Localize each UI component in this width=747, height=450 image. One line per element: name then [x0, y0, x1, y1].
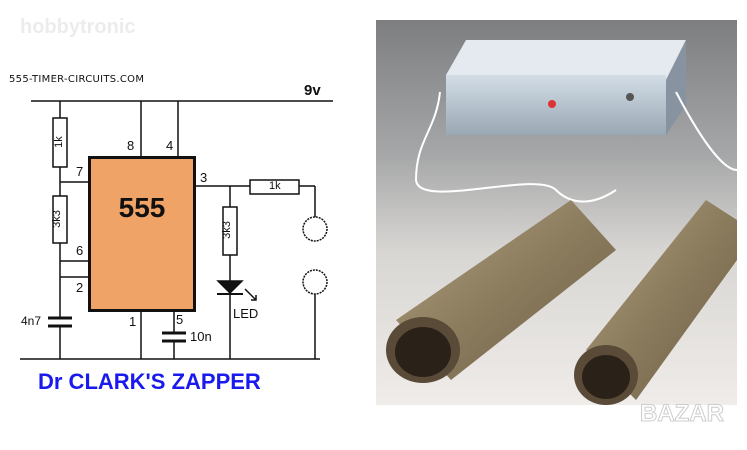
wire-right: [675, 91, 737, 171]
switch: [626, 93, 634, 101]
c1-label: 4n7: [21, 314, 42, 328]
pin-4: 4: [166, 138, 174, 153]
led-diode: [216, 280, 244, 295]
circuit-wires: [20, 100, 333, 360]
source-label: 555-TIMER-CIRCUITS.COM: [9, 74, 145, 85]
watermark-hobbytronic: hobbytronic: [20, 16, 136, 38]
r2-label: 3k3: [50, 210, 63, 228]
electrode-1: [302, 216, 328, 242]
bazar-watermark: BAZAR: [640, 400, 725, 428]
electrode-2: [302, 269, 328, 295]
supply-voltage: 9v: [304, 82, 321, 99]
r3-label: 1k: [269, 180, 281, 192]
tube-right: [586, 200, 737, 400]
resistor-1k-output: [249, 179, 300, 195]
pin-8: 8: [127, 138, 135, 153]
pin-6: 6: [76, 243, 84, 258]
r1-label: 1k: [52, 136, 65, 148]
pin-7: 7: [76, 164, 84, 179]
ic-555: [88, 156, 196, 312]
pin-1: 1: [129, 314, 137, 329]
pin-2: 2: [76, 280, 84, 295]
wire-left: [414, 91, 617, 203]
zapper-photo: [376, 20, 737, 405]
ic-label: 555: [118, 192, 166, 223]
pin-5: 5: [176, 312, 184, 327]
r4-label: 3k3: [220, 221, 233, 239]
pin-3: 3: [200, 170, 208, 185]
box-top: [446, 40, 686, 80]
led-light: [548, 100, 556, 108]
box-front: [446, 75, 666, 135]
schematic-title: Dr CLARK'S ZAPPER: [38, 369, 261, 394]
c2-label: 10n: [190, 329, 212, 344]
led-label: LED: [233, 306, 259, 321]
